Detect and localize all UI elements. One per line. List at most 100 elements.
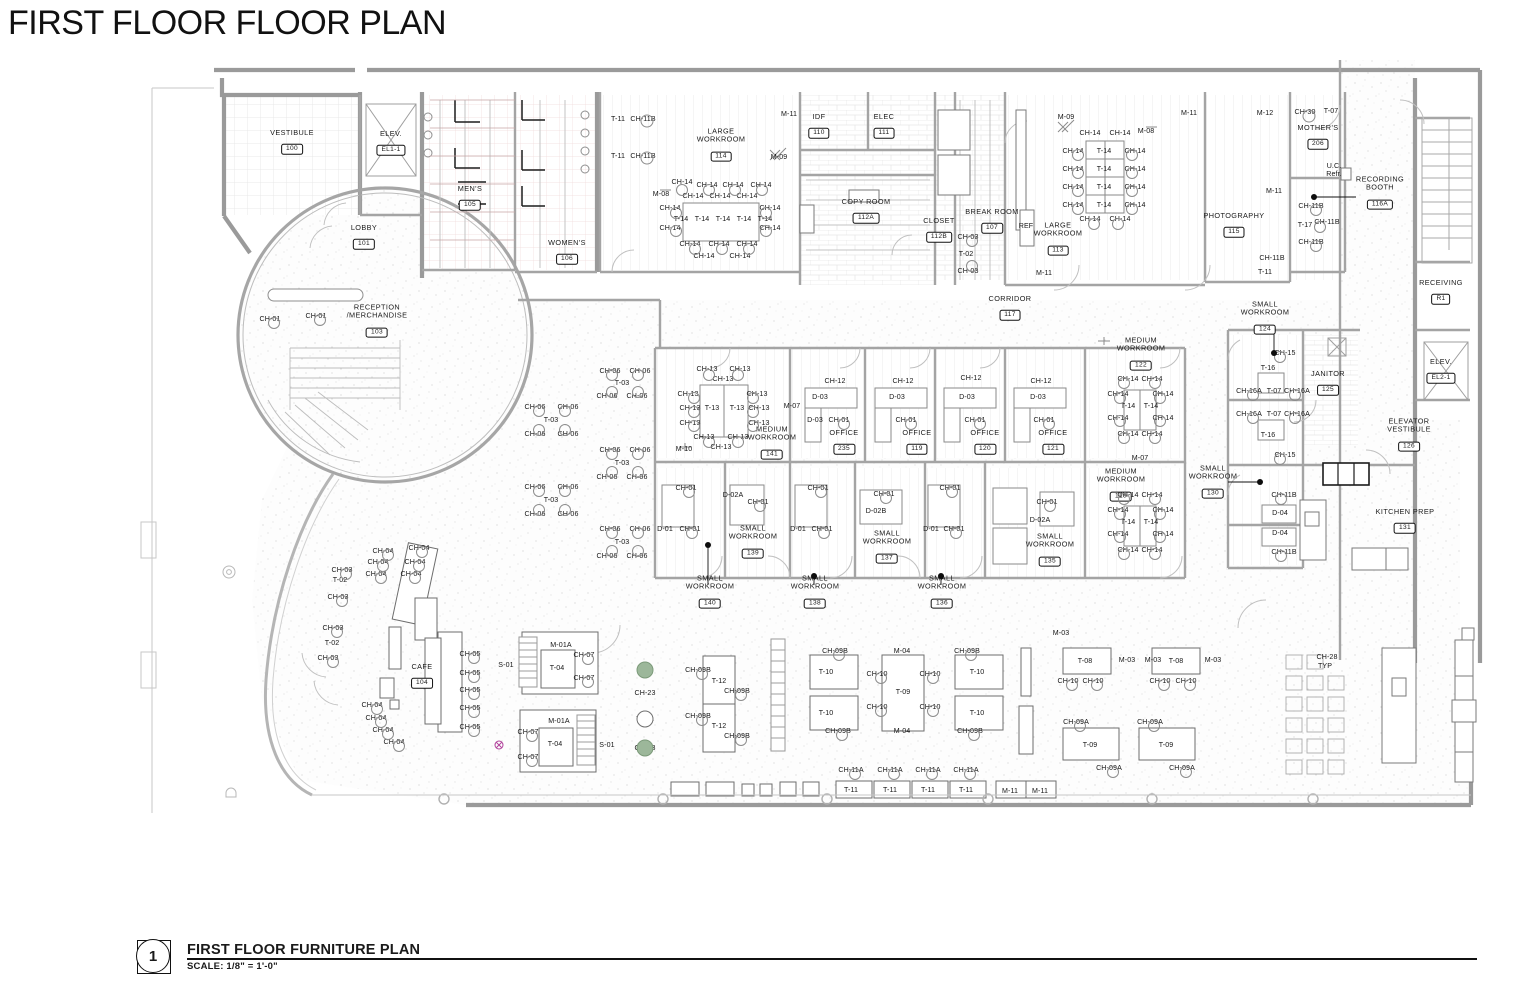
furniture-tag: T-11 (958, 785, 974, 794)
furniture-tag: M-09 (770, 152, 788, 161)
chair-symbol (268, 317, 280, 329)
furniture-tag: T-14 (1143, 517, 1159, 526)
chair-symbol (743, 243, 755, 255)
chair-symbol (875, 705, 887, 717)
room-number-tag: 116A (1366, 199, 1394, 210)
chair-symbol (1066, 679, 1078, 691)
furniture-tag: Refr. (1326, 169, 1342, 178)
chair-symbol (582, 653, 594, 665)
chair-symbol (670, 225, 682, 237)
title-underline (187, 958, 1477, 960)
furniture-tag: T-02 (324, 638, 340, 647)
room-number-tag: 141 (761, 449, 783, 460)
furniture-tag: M-01A (548, 716, 570, 725)
leader-dot (938, 573, 944, 579)
drawing-scale: SCALE: 1/8" = 1'-0" (187, 961, 278, 972)
chair-symbol (1310, 240, 1322, 252)
chair-symbol (703, 369, 715, 381)
chair-symbol (974, 418, 986, 430)
room-number-tag: 100 (281, 144, 303, 155)
chair-symbol (1154, 392, 1166, 404)
furniture-tag: T-03 (543, 415, 559, 424)
chair-symbol (1091, 679, 1103, 691)
chair-symbol (880, 492, 892, 504)
room-number-tag: 138 (804, 598, 826, 609)
chair-symbol (382, 728, 394, 740)
furniture-tag: M-03 (1144, 655, 1162, 664)
furniture-tag: T-09 (895, 687, 911, 696)
furniture-tag: D-03 (1030, 392, 1046, 401)
chair-symbol (1118, 432, 1130, 444)
furniture-tag: T-13 (704, 403, 720, 412)
leader-dot (1311, 194, 1317, 200)
leader-dot (1271, 350, 1277, 356)
chair-symbol (468, 725, 480, 737)
chair-symbol (340, 568, 352, 580)
chair-symbol (526, 755, 538, 767)
chair-symbol (413, 560, 425, 572)
chair-symbol (1314, 221, 1326, 233)
furniture-tag: CH-13 (677, 389, 699, 398)
chair-symbol (1112, 218, 1124, 230)
room-label: SMALLWORKROOM138 (791, 574, 840, 610)
furniture-tag: T-16 (1260, 363, 1276, 372)
room-name: WOMEN'S (548, 237, 586, 247)
room-name: MOTHER'S (1297, 122, 1339, 132)
furniture-tag: T-14 (1096, 182, 1112, 191)
furniture-tag: T-14 (1143, 401, 1159, 410)
furniture-tag: T-08 (1168, 656, 1184, 665)
chair-symbol (1118, 493, 1130, 505)
furniture-tag: U.C. (1326, 161, 1342, 170)
furniture-tag: T-14 (736, 214, 752, 223)
chair-symbol (1126, 149, 1138, 161)
chair-symbol (966, 260, 978, 272)
chair-symbol (747, 420, 759, 432)
furniture-tag: CH-12 (824, 376, 846, 385)
chair-symbol (526, 730, 538, 742)
furniture-tag: CH-06 (596, 472, 618, 481)
chair-symbol (1247, 389, 1259, 401)
furniture-tag: M-08 (1137, 126, 1155, 135)
room-number-tag: 106 (556, 254, 578, 265)
room-name: VESTIBULE (270, 127, 314, 137)
room-name: RECEPTION/MERCHANDISE (346, 302, 408, 320)
furniture-tag: M-03 (1204, 655, 1222, 664)
chair-symbol (1114, 531, 1126, 543)
furniture-tag: REF (1018, 221, 1034, 230)
room-name: CORRIDOR (988, 293, 1032, 303)
furniture-tag: CH-12 (960, 373, 982, 382)
chair-symbol (1180, 766, 1192, 778)
chair-symbol (331, 626, 343, 638)
chair-symbol (968, 729, 980, 741)
chair-symbol (1072, 149, 1084, 161)
room-number-tag: 136 (931, 598, 953, 609)
furniture-tag: M-08 (652, 189, 670, 198)
room-name: CLOSET (923, 215, 955, 225)
furniture-tag: T-14 (1120, 401, 1136, 410)
furniture-tag: M-11 (1180, 108, 1198, 117)
furniture-tag: CH-06 (596, 551, 618, 560)
room-label: RECEPTION/MERCHANDISE 103 (346, 302, 408, 339)
furniture-tag: CH-14 (671, 177, 693, 186)
chair-symbol (632, 448, 644, 460)
chair-symbol (582, 676, 594, 688)
furniture-tag: CH-13 (696, 364, 718, 373)
chair-symbol (1126, 185, 1138, 197)
furniture-tag: T-04 (549, 663, 565, 672)
room-number-tag: 103 (366, 327, 388, 338)
furniture-tag: T-10 (818, 667, 834, 676)
furniture-tag: D-01 (657, 524, 673, 533)
room-number-tag: 107 (981, 223, 1003, 234)
chair-symbol (1118, 548, 1130, 560)
